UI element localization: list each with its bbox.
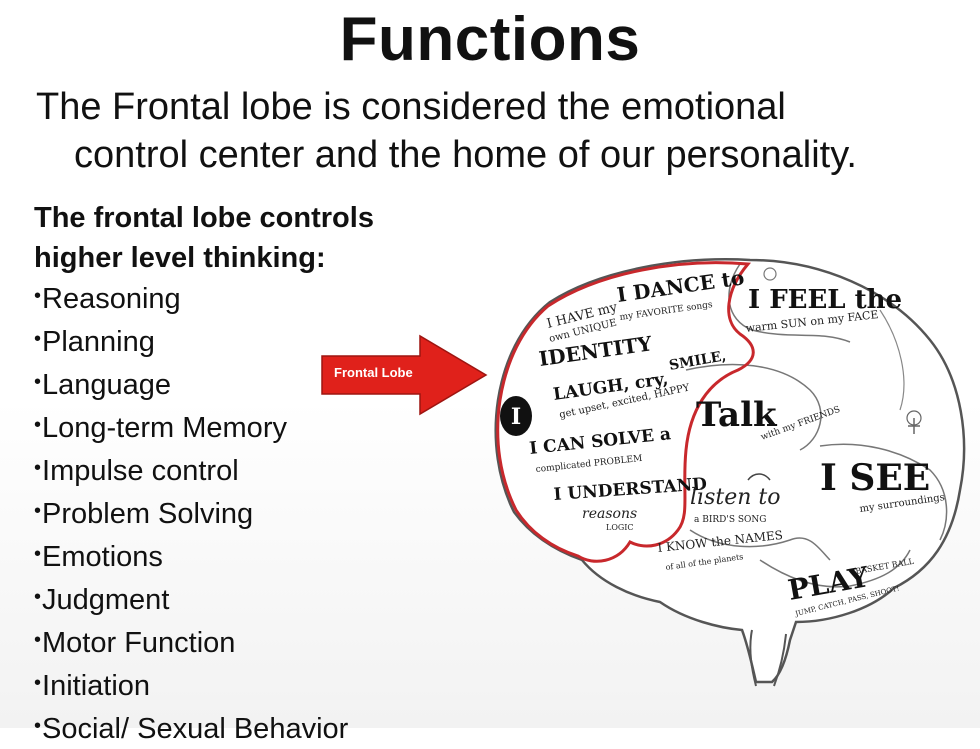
function-list: Reasoning Planning Language Long-term Me…	[34, 276, 348, 749]
list-item: Judgment	[34, 577, 348, 620]
brain-word: I FEEL the	[748, 285, 902, 315]
brain-outline	[494, 258, 966, 684]
list-heading: The frontal lobe controls higher level t…	[34, 198, 374, 278]
arrow-label: Frontal Lobe	[334, 365, 413, 380]
brain-word: LOGIC	[606, 523, 634, 532]
list-item: Language	[34, 362, 348, 405]
list-item: Long-term Memory	[34, 405, 348, 448]
brain-illustration: I I HAVE my own UNIQUE IDENTITY I DANCE …	[494, 258, 966, 687]
list-item: Impulse control	[34, 448, 348, 491]
list-item: Initiation	[34, 663, 348, 706]
subtitle-line-1: The Frontal lobe is considered the emoti…	[36, 86, 786, 128]
brain-word-i: I	[511, 404, 521, 430]
slide-title: Functions	[339, 5, 641, 74]
brain-word: reasons	[582, 506, 637, 522]
list-item: Planning	[34, 319, 348, 362]
arrow-icon	[321, 334, 488, 416]
brain-word: a BIRD'S SONG	[694, 515, 767, 525]
brain-word: Talk	[696, 395, 778, 435]
frontal-lobe-arrow: Frontal Lobe	[320, 334, 490, 416]
list-item: Reasoning	[34, 276, 348, 319]
subtitle-line-2: control center and the home of our perso…	[74, 134, 857, 176]
brain-word: listen to	[690, 485, 780, 510]
bird-icon	[747, 473, 771, 481]
tree-icon	[908, 418, 920, 434]
list-item: Emotions	[34, 534, 348, 577]
sun-icon	[763, 267, 777, 281]
list-item: Motor Function	[34, 620, 348, 663]
list-heading-line-1: The frontal lobe controls	[34, 202, 374, 234]
list-heading-line-2: higher level thinking:	[34, 242, 326, 274]
list-item: Problem Solving	[34, 491, 348, 534]
frontal-lobe-outline	[496, 261, 755, 563]
brain-word: I SEE	[820, 457, 930, 499]
